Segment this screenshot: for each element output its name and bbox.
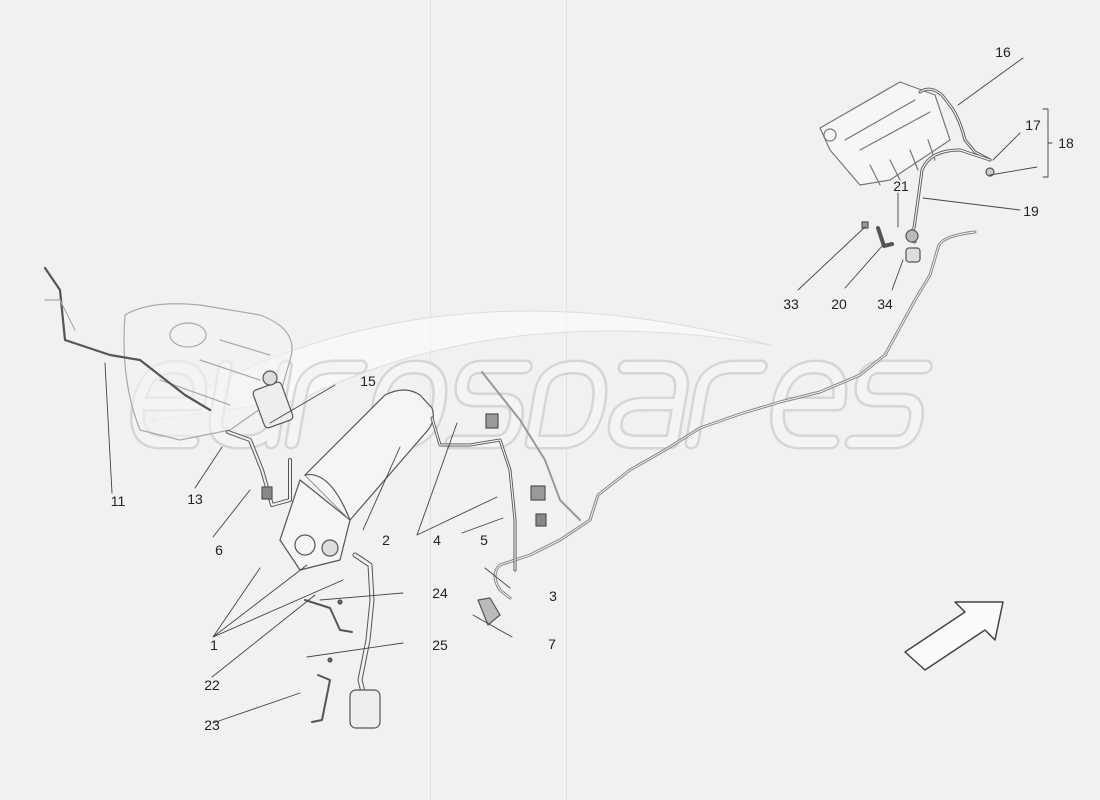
filter-23 [349,689,381,729]
clip-18 [985,167,995,177]
callout-15: 15 [360,373,376,389]
pipe-13 [226,430,292,507]
charcoal-canister [279,389,434,571]
connector-1 [321,539,339,557]
callout-22: 22 [204,677,220,693]
page-fold-line [566,0,567,800]
part-33 [861,221,869,229]
connector-21 [905,229,919,243]
callout-33: 33 [783,296,799,312]
valve-7 [477,597,501,626]
long-fuel-line [493,230,977,600]
callout-6: 6 [215,542,223,558]
callout-13: 13 [187,491,203,507]
callout-34: 34 [877,296,893,312]
callout-24: 24 [432,585,448,601]
callout-3: 3 [549,588,557,604]
callout-17: 17 [1025,117,1041,133]
watermark-letter [772,362,845,447]
clip-6 [261,486,273,500]
callout-5: 5 [480,532,488,548]
callout-16: 16 [995,44,1011,60]
clip-4 [485,413,499,429]
callout-21: 21 [893,178,909,194]
clip-5 [535,513,547,527]
callout-7: 7 [548,636,556,652]
watermark-letter [686,362,766,447]
callout-23: 23 [204,717,220,733]
pipe-11 [43,266,212,412]
callout-1: 1 [210,637,218,653]
part-34 [905,247,921,263]
arrow-up-right-icon [904,601,1004,671]
callout-19: 19 [1023,203,1039,219]
callout-20: 20 [831,296,847,312]
clip-4b [530,485,546,501]
leader-lines [104,57,1053,724]
intake-manifold [819,81,951,186]
callout-2: 2 [382,532,390,548]
watermark-letter [286,362,366,447]
callout-25: 25 [432,637,448,653]
pipe-19 [908,148,992,244]
callout-18: 18 [1058,135,1074,151]
callout-4: 4 [433,532,441,548]
fuel-tank [123,303,293,441]
fuel-line-upper [481,371,581,521]
watermark-letter [526,362,605,447]
bracket-23 [311,674,331,723]
bracket-20 [876,226,894,248]
valve-15 [252,381,294,429]
watermark-letter [846,362,931,447]
watermark-letter [446,362,531,447]
callout-11: 11 [110,493,126,509]
bracket-22 [304,599,353,633]
watermark-letter [610,362,687,447]
pipe-3 [430,416,517,572]
page-fold-line [430,0,431,800]
